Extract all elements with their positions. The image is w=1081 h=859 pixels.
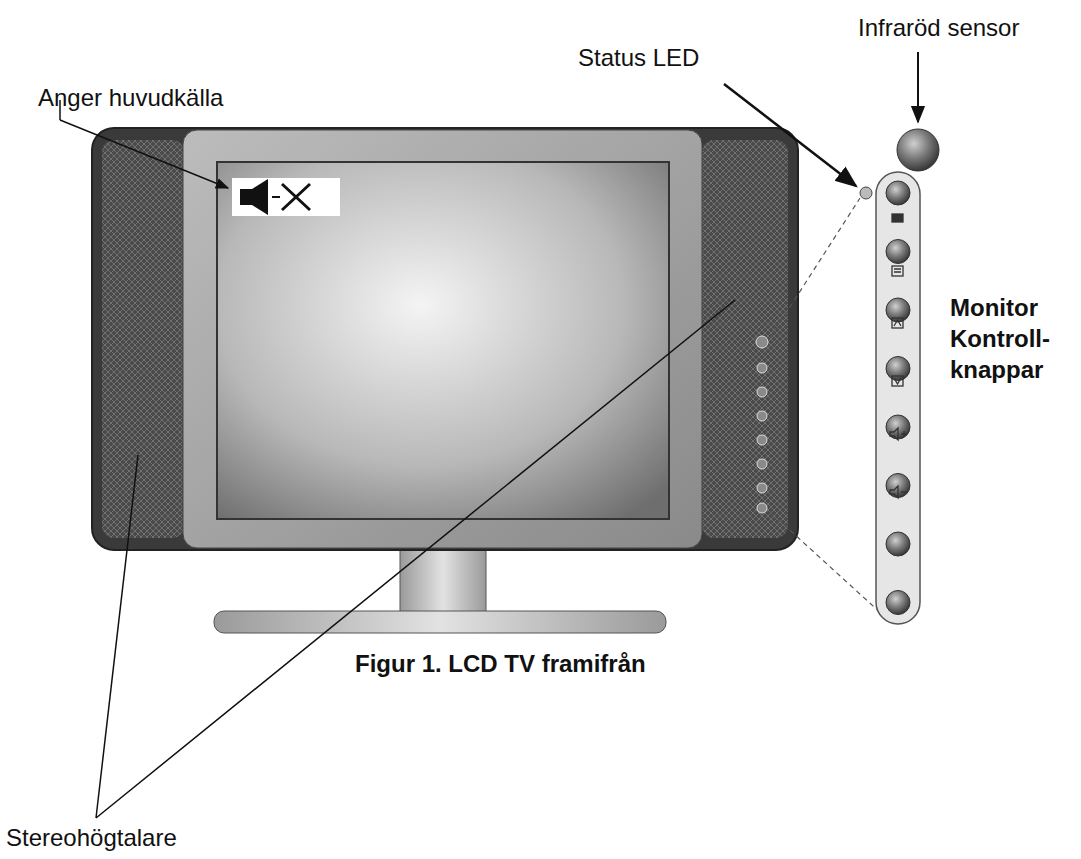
control-button <box>886 357 910 381</box>
control-button <box>886 181 910 205</box>
part-label: Monitor Kontroll- knappar <box>950 292 1068 385</box>
leader-line <box>917 52 919 122</box>
zoom-line <box>770 198 884 616</box>
stand-neck <box>400 545 486 615</box>
part-label: Status LED <box>578 44 699 72</box>
button-icons <box>890 214 907 498</box>
control-button <box>886 240 910 264</box>
leader-line <box>724 84 856 186</box>
leader-line <box>96 300 735 818</box>
control-button <box>886 532 910 556</box>
figure-caption: Figur 1. LCD TV framifrån <box>355 650 646 678</box>
control-button <box>886 474 910 498</box>
part-label: Infraröd sensor <box>858 14 1019 42</box>
leader-line <box>60 120 228 188</box>
infrared-sensor <box>897 129 939 171</box>
bezel <box>183 130 702 548</box>
part-label: Anger huvudkälla <box>38 84 223 112</box>
mute-icon <box>232 178 340 216</box>
tv-buttons <box>756 336 768 513</box>
screen <box>217 162 669 519</box>
status-led <box>860 187 872 199</box>
stand-base <box>214 611 666 633</box>
control-buttons <box>886 181 910 615</box>
control-panel <box>876 172 920 624</box>
left-speaker <box>102 140 184 538</box>
control-button <box>886 591 910 615</box>
control-button <box>886 415 910 439</box>
part-label: Stereohögtalare <box>6 824 177 852</box>
tv-body <box>92 128 798 550</box>
right-speaker <box>702 140 788 538</box>
